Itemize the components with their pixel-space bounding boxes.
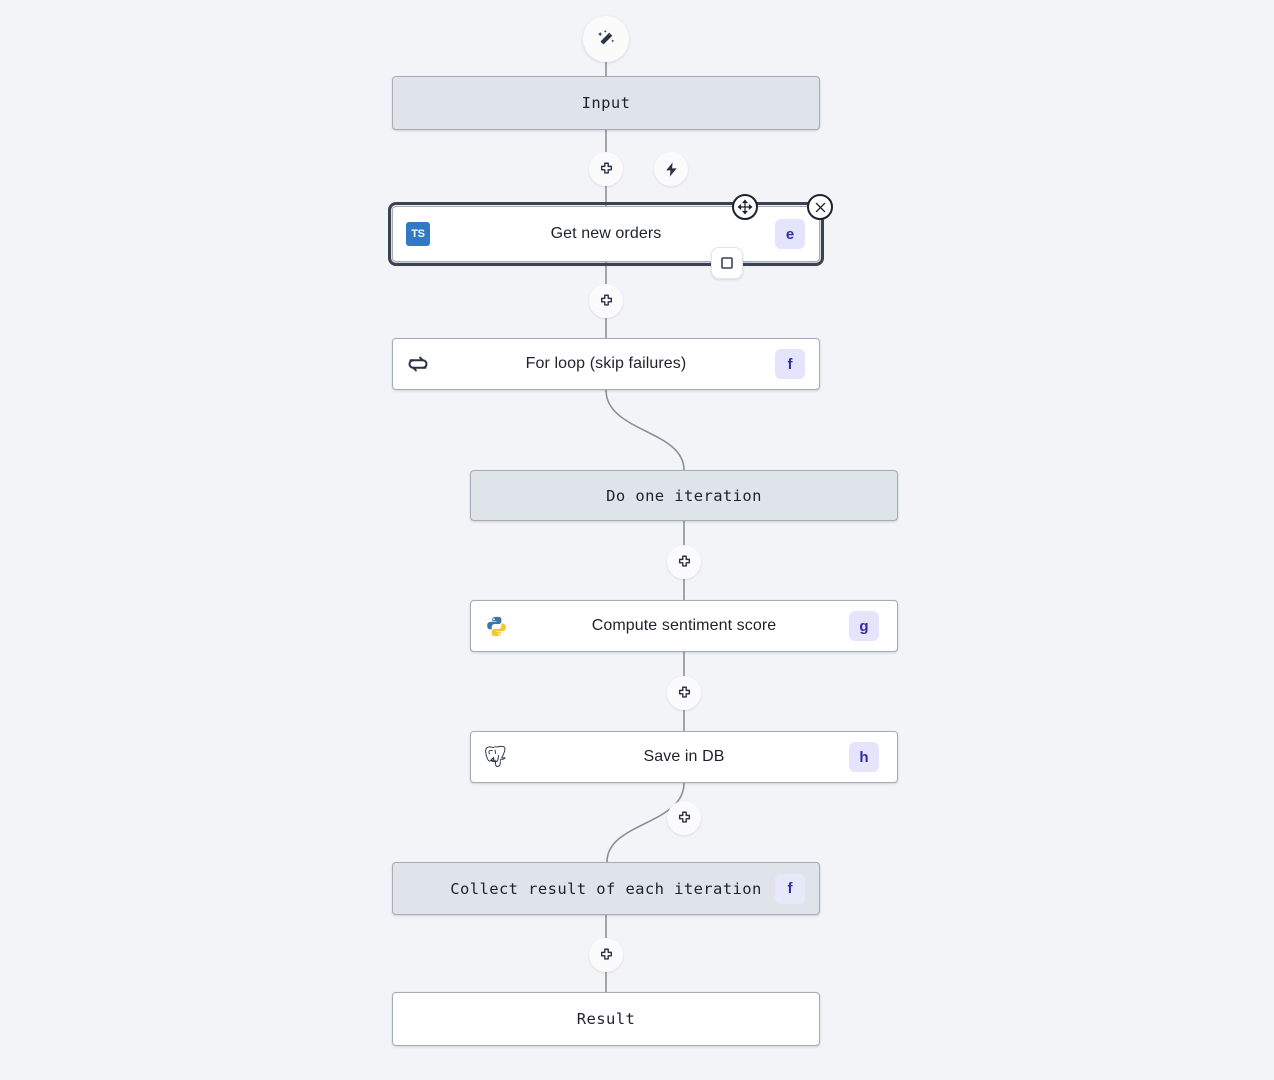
node-collect-result-badge: f bbox=[775, 873, 805, 904]
node-for-loop[interactable]: For loop (skip failures) f bbox=[392, 338, 820, 390]
magic-wand-button[interactable] bbox=[583, 16, 629, 62]
plus-icon bbox=[678, 686, 690, 698]
move-icon bbox=[737, 199, 753, 215]
node-save-in-db-badge: h bbox=[849, 742, 879, 772]
postgresql-icon bbox=[483, 744, 509, 770]
plus-icon bbox=[678, 811, 690, 823]
node-for-loop-label: For loop (skip failures) bbox=[525, 355, 687, 372]
node-save-in-db[interactable]: Save in DB h bbox=[470, 731, 898, 783]
node-save-in-db-label: Save in DB bbox=[643, 748, 725, 765]
add-after-collect-result-button[interactable] bbox=[589, 938, 623, 972]
plus-icon bbox=[600, 162, 612, 174]
stop-handle[interactable] bbox=[711, 247, 743, 279]
node-get-new-orders-badge: e bbox=[775, 219, 805, 249]
move-handle[interactable] bbox=[732, 194, 758, 220]
lightning-icon bbox=[665, 161, 677, 177]
node-compute-sentiment-score-badge: g bbox=[849, 611, 879, 641]
node-get-new-orders[interactable]: TS Get new orders e bbox=[388, 202, 824, 266]
node-result-label: Result bbox=[576, 1010, 636, 1028]
close-handle[interactable] bbox=[807, 194, 833, 220]
node-for-loop-badge: f bbox=[775, 349, 805, 379]
node-compute-sentiment-score-label: Compute sentiment score bbox=[591, 617, 777, 634]
add-after-do-one-iteration-button[interactable] bbox=[667, 545, 701, 579]
node-collect-result-label: Collect result of each iteration bbox=[450, 879, 762, 898]
add-after-save-in-db-button[interactable] bbox=[667, 801, 701, 835]
node-collect-result[interactable]: Collect result of each iteration f bbox=[392, 862, 820, 915]
node-get-new-orders-label: Get new orders bbox=[550, 225, 662, 242]
node-do-one-iteration-label: Do one iteration bbox=[606, 486, 762, 505]
node-do-one-iteration[interactable]: Do one iteration bbox=[470, 470, 898, 521]
loop-icon bbox=[405, 351, 431, 377]
add-trigger-button[interactable] bbox=[654, 152, 688, 186]
python-icon bbox=[483, 613, 509, 639]
square-icon bbox=[721, 257, 733, 269]
add-after-compute-sentiment-score-button[interactable] bbox=[667, 676, 701, 710]
typescript-icon: TS bbox=[405, 221, 431, 247]
node-input-label: Input bbox=[581, 94, 631, 112]
node-compute-sentiment-score[interactable]: Compute sentiment score g bbox=[470, 600, 898, 652]
node-input[interactable]: Input bbox=[392, 76, 820, 130]
close-icon bbox=[815, 202, 825, 212]
add-after-input-button[interactable] bbox=[589, 152, 623, 186]
node-result[interactable]: Result bbox=[392, 992, 820, 1046]
plus-icon bbox=[678, 555, 690, 567]
magic-wand-icon bbox=[597, 29, 615, 45]
plus-icon bbox=[600, 948, 612, 960]
add-after-get-new-orders-button[interactable] bbox=[589, 284, 623, 318]
plus-icon bbox=[600, 294, 612, 306]
